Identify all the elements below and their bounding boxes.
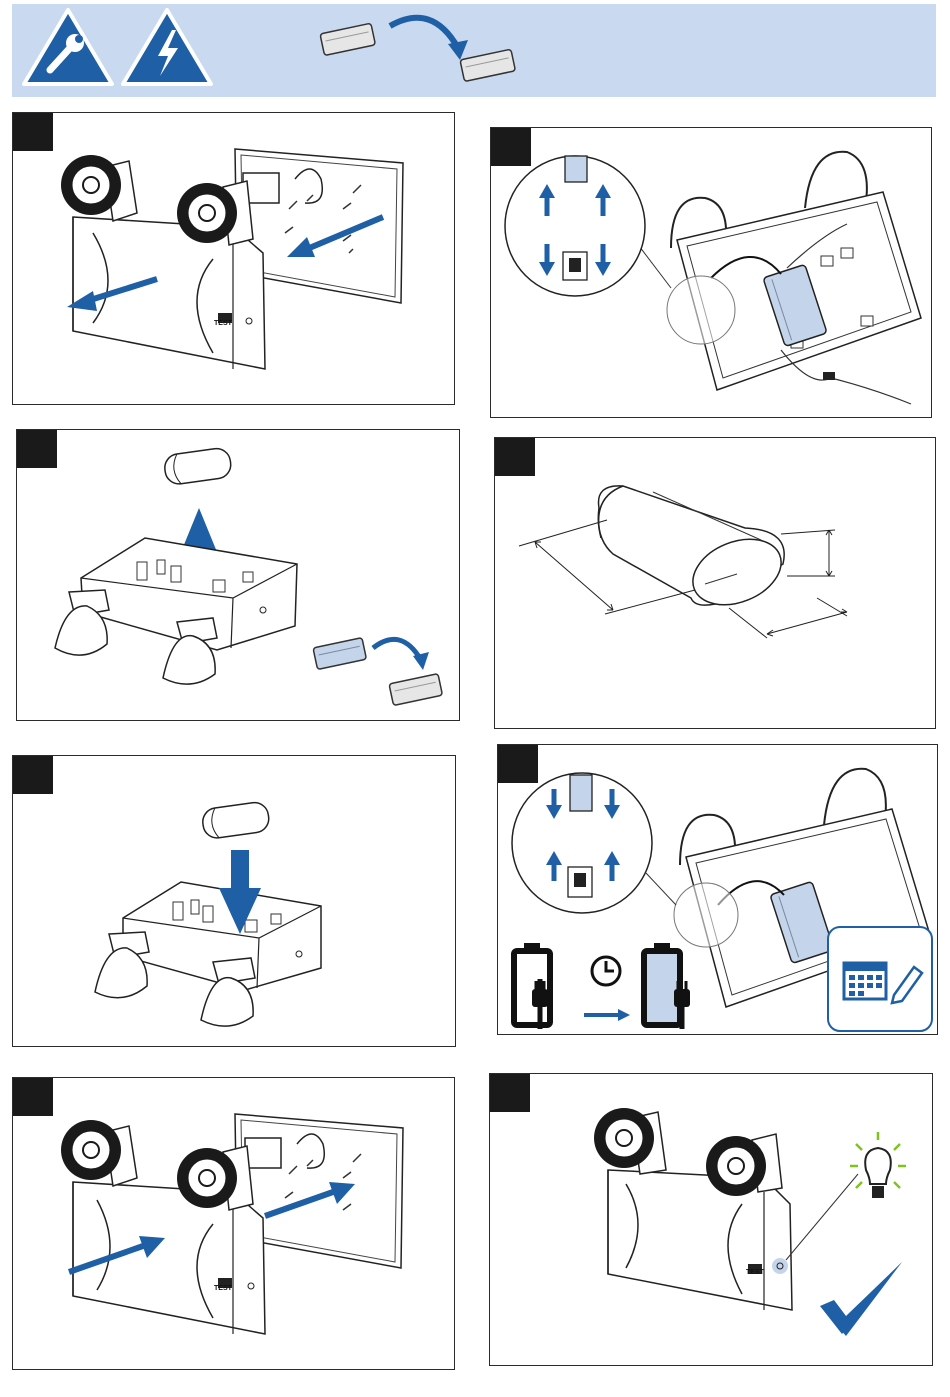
calendar-edit-icon	[828, 927, 932, 1031]
battery-remove-illustration	[17, 430, 460, 721]
panel-insert-battery	[12, 755, 456, 1047]
header-icons	[12, 4, 936, 97]
connector-zoom-circle	[512, 773, 652, 913]
arrow-right-icon	[584, 1009, 630, 1021]
wrench-warning-icon	[24, 10, 112, 84]
fixture-close-illustration: TEST	[13, 1078, 455, 1370]
fixture-test-illustration: TEST	[490, 1074, 933, 1366]
battery-empty-icon	[514, 943, 550, 1029]
panel-battery-dimensions	[494, 437, 936, 729]
battery-full-icon	[644, 943, 690, 1029]
lightbulb-icon	[850, 1132, 906, 1198]
fixture-icon: TEST	[594, 1108, 792, 1310]
panel-test-light: TEST	[489, 1073, 933, 1366]
test-badge: TEST	[746, 1269, 765, 1276]
panel-disconnect-battery	[490, 127, 932, 418]
panel-close-fixture: TEST	[12, 1077, 455, 1370]
connector-zoom-circle	[505, 156, 645, 296]
test-badge: TEST	[214, 1285, 233, 1292]
battery-icon	[201, 801, 271, 840]
header-banner	[12, 4, 936, 97]
battery-replace-icon	[313, 638, 442, 706]
panel-open-fixture: TEST	[12, 112, 455, 405]
battery-icon	[598, 486, 791, 617]
battery-reconnect-illustration	[498, 745, 938, 1035]
lightning-warning-icon	[123, 10, 211, 84]
battery-replace-icon	[320, 18, 515, 82]
battery-disconnect-illustration	[491, 128, 932, 418]
clock-icon	[592, 957, 620, 985]
panel-remove-battery	[16, 429, 460, 721]
panel-reconnect-and-charge	[497, 744, 938, 1035]
checkmark-icon	[820, 1262, 902, 1336]
battery-dimension-illustration	[495, 438, 936, 729]
battery-insert-illustration	[13, 756, 456, 1047]
test-badge: TEST	[214, 320, 233, 327]
battery-icon	[163, 447, 233, 486]
fixture-open-illustration: TEST	[13, 113, 455, 405]
